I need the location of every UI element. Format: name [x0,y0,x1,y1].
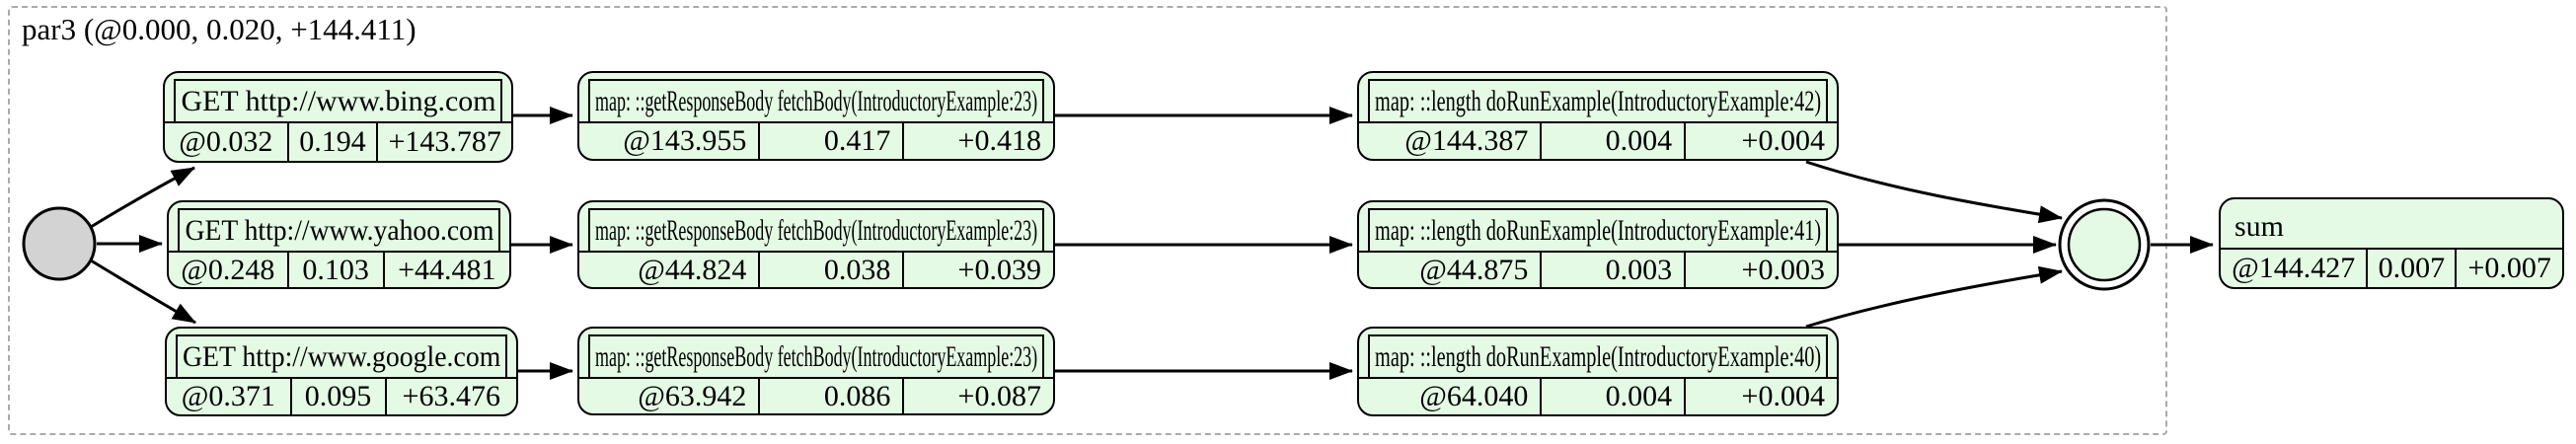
node-total-time: +44.481 [398,253,496,286]
node-self-time: 0.103 [302,253,369,286]
node-start-time: @0.248 [181,253,275,286]
node-get-yahoo: GET http://www.yahoo.com @0.248 0.103 +4… [167,200,511,289]
node-total-time: +0.004 [1741,380,1825,412]
node-map-getresponsebody-bing: map: ::getResponseBody fetchBody(Introdu… [577,71,1055,161]
cluster-par3-label: par3 (@0.000, 0.020, +144.411) [22,12,417,46]
node-self-time: 0.004 [1605,124,1673,157]
node-start-time: @44.875 [1419,253,1529,286]
edge-start-to-get-google [90,259,196,325]
node-title: GET http://www.bing.com [180,84,495,117]
node-self-time: 0.095 [304,380,372,412]
edge-start-to-get-bing [90,166,195,229]
node-start-time: @64.040 [1419,380,1529,412]
node-total-time: +0.418 [957,124,1041,157]
node-map-length-yahoo: map: ::length doRunExample(IntroductoryE… [1357,200,1839,289]
node-title: GET http://www.yahoo.com [185,213,493,247]
node-total-time: +0.003 [1741,253,1825,286]
node-get-google: GET http://www.google.com @0.371 0.095 +… [165,327,518,416]
node-start-time: @44.824 [638,253,747,286]
node-start-time: @0.371 [181,380,275,412]
node-start-time: @0.032 [179,125,273,158]
node-self-time: 0.003 [1605,253,1673,286]
node-total-time: +0.004 [1741,124,1825,157]
node-total-time: +63.476 [402,380,500,412]
node-self-time: 0.007 [2378,252,2446,284]
node-total-time: +0.039 [957,253,1041,286]
node-map-getresponsebody-google: map: ::getResponseBody fetchBody(Introdu… [577,327,1055,415]
node-map-getresponsebody-yahoo: map: ::getResponseBody fetchBody(Introdu… [577,200,1055,289]
node-total-time: +0.087 [957,379,1041,412]
node-sum: sum @144.427 0.007 +0.007 [2219,197,2564,289]
node-title: map: ::getResponseBody fetchBody(Introdu… [594,84,1038,117]
node-title: map: ::length doRunExample(IntroductoryE… [1374,213,1822,247]
node-self-time: 0.417 [823,124,891,157]
edge-len-bing-to-join [1805,160,2063,224]
node-start-time: @143.955 [623,124,747,157]
node-self-time: 0.004 [1605,380,1673,412]
edge-len-google-to-join [1805,265,2063,329]
node-self-time: 0.038 [823,253,891,286]
node-total-time: +143.787 [388,125,501,158]
node-start-time: @63.942 [638,379,747,412]
node-title: map: ::length doRunExample(IntroductoryE… [1374,339,1822,373]
node-self-time: 0.086 [823,379,891,412]
node-map-length-bing: map: ::length doRunExample(IntroductoryE… [1357,71,1839,161]
start-node [22,206,97,281]
node-get-bing: GET http://www.bing.com @0.032 0.194 +14… [163,71,513,163]
node-start-time: @144.427 [2232,252,2356,284]
node-title: map: ::getResponseBody fetchBody(Introdu… [594,339,1038,373]
node-total-time: +0.007 [2467,252,2551,284]
cluster-par3-border [8,6,2167,435]
node-title: sum [2235,209,2285,243]
node-title: GET http://www.google.com [182,339,501,373]
node-title: map: ::getResponseBody fetchBody(Introdu… [594,213,1038,247]
node-map-length-google: map: ::length doRunExample(IntroductoryE… [1357,327,1839,416]
node-start-time: @144.387 [1404,124,1529,157]
node-title: map: ::length doRunExample(IntroductoryE… [1374,84,1822,117]
node-self-time: 0.194 [299,125,366,158]
join-node-inner [2067,207,2142,282]
